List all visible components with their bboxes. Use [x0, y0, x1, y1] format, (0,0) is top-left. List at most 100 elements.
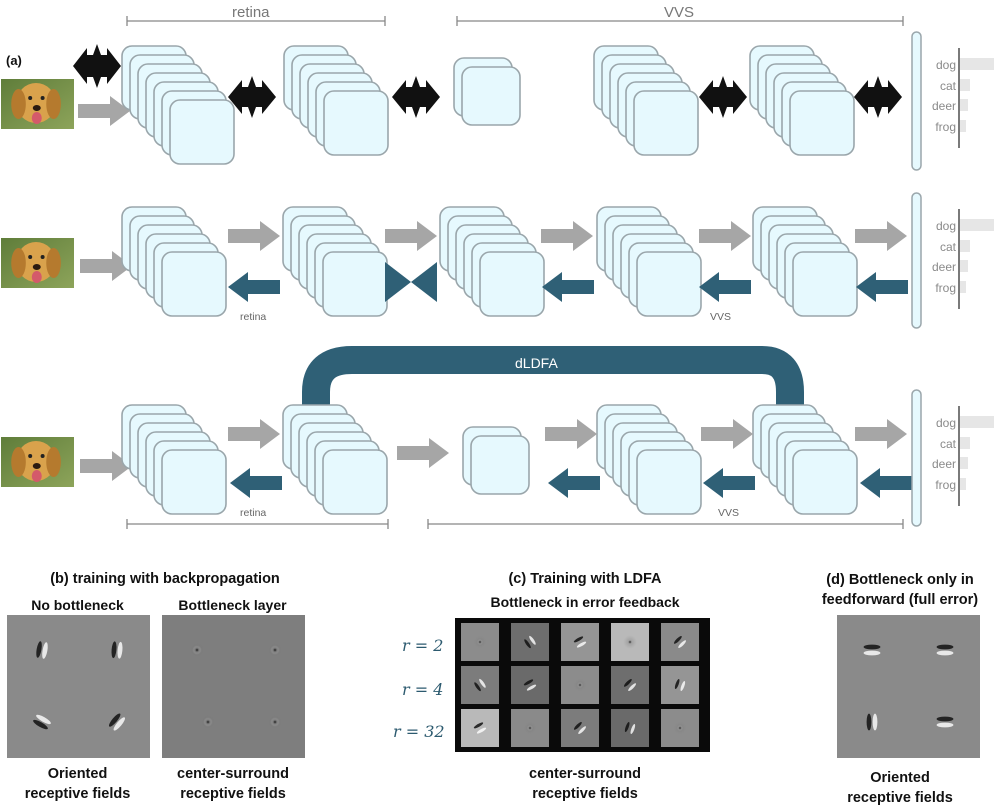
rf-background [611, 709, 649, 747]
receptive-field [661, 709, 699, 747]
receptive-field [661, 666, 699, 704]
feature-map [169, 99, 235, 165]
rf-dark-lobe [863, 644, 881, 650]
feedback-arrow [230, 468, 282, 498]
rf-dark-lobe [523, 679, 534, 686]
backprop-arrow-shape [392, 76, 440, 118]
receptive-field [186, 639, 208, 661]
class-score-bar [960, 260, 968, 272]
rf-oriented [523, 679, 537, 691]
feature-map [470, 435, 530, 495]
feature-map [479, 251, 545, 317]
layer-stack [752, 404, 858, 515]
class-score-bars [958, 48, 994, 148]
feedback-arrow [856, 272, 908, 302]
dog-eye [28, 454, 33, 458]
class-label-frog: frog [935, 281, 956, 295]
forward-arrow [228, 419, 280, 449]
rf-oriented [108, 713, 126, 731]
class-label-cat: cat [939, 79, 956, 93]
feedback-arrow [228, 272, 280, 302]
row-label-r2: r = 2 [402, 636, 444, 655]
receptive-field [611, 623, 649, 661]
feedback-bottleneck-icon [385, 262, 437, 302]
dog-eye [40, 454, 45, 458]
receptive-field [33, 714, 51, 730]
forward-arrow [855, 221, 907, 251]
rf-oriented [624, 721, 636, 735]
layer-stack [596, 404, 702, 515]
panel-b-title: (b) training with backpropagation [50, 571, 280, 587]
receptive-field [561, 709, 599, 747]
panel-b-right-image [162, 615, 305, 758]
receptive-field [108, 713, 126, 731]
class-label-frog: frog [935, 120, 956, 134]
dog-head [16, 441, 56, 481]
rf-oriented [473, 722, 487, 734]
rf-background [461, 709, 499, 747]
receptive-field [863, 644, 881, 656]
rf-light-lobe [36, 714, 51, 725]
rf-dark-lobe [473, 722, 484, 729]
output-layer [911, 192, 922, 329]
top-retina-span [126, 16, 386, 26]
rf-oriented [936, 716, 954, 728]
rf-center [192, 645, 202, 655]
rf-light-lobe [42, 642, 48, 659]
class-score-bar [960, 99, 968, 111]
backprop-icon [854, 76, 902, 118]
bottom-retina-span [126, 519, 389, 529]
dog-ear [11, 89, 26, 119]
rf-center [577, 682, 583, 688]
rf-oriented [623, 678, 637, 692]
output-layer [911, 31, 922, 171]
layer-stack [749, 45, 855, 156]
receptive-field [461, 709, 499, 747]
dog-tongue [31, 470, 42, 482]
row2-retina-label: retina [240, 311, 267, 323]
rf-background [661, 666, 699, 704]
rf-background [511, 666, 549, 704]
rf-oriented [573, 636, 587, 648]
class-label-dog: dog [935, 58, 956, 72]
dog-eye [28, 96, 33, 100]
class-score-bar [960, 437, 970, 449]
forward-arrow [80, 251, 132, 281]
rf-light-lobe [936, 650, 954, 656]
dog-eye [40, 96, 45, 100]
feature-map [461, 66, 521, 126]
layer-stack [282, 404, 388, 515]
rf-light-lobe [863, 650, 881, 656]
rf-light-lobe [529, 635, 536, 645]
receptive-field [511, 623, 549, 661]
rf-dark-lobe [474, 682, 481, 692]
rf-center [627, 639, 633, 645]
class-label-dog: dog [935, 416, 956, 430]
rf-oriented [474, 678, 486, 692]
class-score-bar [960, 240, 970, 252]
rf-light-lobe [628, 683, 637, 692]
rf-dark-lobe [524, 639, 531, 649]
backprop-arrow-shape [854, 76, 902, 118]
rf-light-lobe [680, 680, 686, 692]
input-dog-image [1, 437, 74, 487]
rf-light-lobe [678, 640, 687, 649]
rf-background [511, 623, 549, 661]
panel-c-caption-2: receptive fields [532, 786, 638, 802]
forward-arrow [80, 451, 132, 481]
feature-map [636, 251, 702, 317]
feedback-arrow [548, 468, 600, 498]
forward-arrow [397, 438, 449, 468]
feature-map [792, 251, 858, 317]
rf-background [561, 623, 599, 661]
class-label-deer: deer [931, 99, 956, 113]
rf-dark-lobe [36, 641, 42, 658]
class-score-bar [960, 219, 994, 231]
rf-light-lobe [117, 641, 123, 659]
panel-c-caption-1: center-surround [529, 766, 641, 782]
panel-d-title-2: feedforward (full error) [821, 592, 979, 608]
backprop-icon [392, 76, 440, 118]
forward-arrow [855, 419, 907, 449]
rf-dark-lobe [33, 719, 48, 730]
panel-b-left-image [7, 615, 150, 758]
